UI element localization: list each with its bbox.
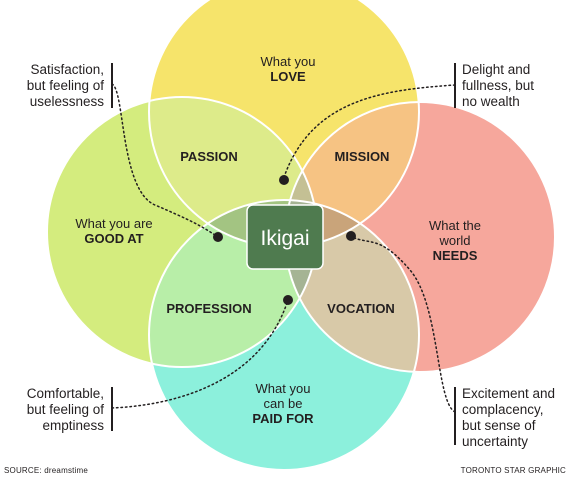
note-top-left-line1: Satisfaction, xyxy=(30,62,104,77)
paid-for-label-line1: What you xyxy=(256,381,311,396)
ikigai-center-box xyxy=(246,204,324,270)
note-bottom-right-line1: Excitement and xyxy=(462,386,555,401)
needs-label-line3: NEEDS xyxy=(433,248,478,263)
zone-profession-label: PROFESSION xyxy=(166,301,251,316)
note-bottom-left-line1: Comfortable, xyxy=(27,386,104,401)
note-bottom-right-line3: but sense of xyxy=(462,418,536,433)
note-bottom-left-line2: but feeling of xyxy=(27,402,105,417)
note-top-left-line2: but feeling of xyxy=(27,78,105,93)
zone-vocation-label: VOCATION xyxy=(327,301,395,316)
note-top-right-line2: fullness, but xyxy=(462,78,534,93)
paid-for-label-line2: can be xyxy=(263,396,302,411)
leader-top-left xyxy=(111,83,219,238)
paid-for-label-line3: PAID FOR xyxy=(252,411,314,426)
zone-vocation-area xyxy=(285,200,419,372)
note-top-right-line1: Delight and xyxy=(462,62,530,77)
zone-mission-area xyxy=(285,102,419,247)
footer-credit: TORONTO STAR GRAPHIC xyxy=(461,466,566,475)
note-bottom-right-line4: uncertainty xyxy=(462,434,528,449)
note-bottom-right-line2: complacency, xyxy=(462,402,544,417)
zone-mission-label: MISSION xyxy=(335,149,390,164)
footer-source: SOURCE: dreamstime xyxy=(4,466,88,475)
zone-passion-label: PASSION xyxy=(180,149,238,164)
leader-bottom-left xyxy=(111,299,289,409)
needs-label-line2: world xyxy=(438,233,470,248)
leader-bottom-right xyxy=(351,236,456,413)
ikigai-center-label: Ikigai xyxy=(260,227,309,250)
note-top-left-line3: uselessness xyxy=(30,94,105,109)
love-label-line2: LOVE xyxy=(270,69,306,84)
note-bottom-left-line3: emptiness xyxy=(42,418,104,433)
note-top-right-line3: no wealth xyxy=(462,94,520,109)
needs-label-line1: What the xyxy=(429,218,481,233)
leader-top-right xyxy=(282,84,456,181)
love-label-line1: What you xyxy=(261,54,316,69)
good-at-label-line1: What you are xyxy=(75,216,152,231)
good-at-label-line2: GOOD AT xyxy=(84,231,143,246)
